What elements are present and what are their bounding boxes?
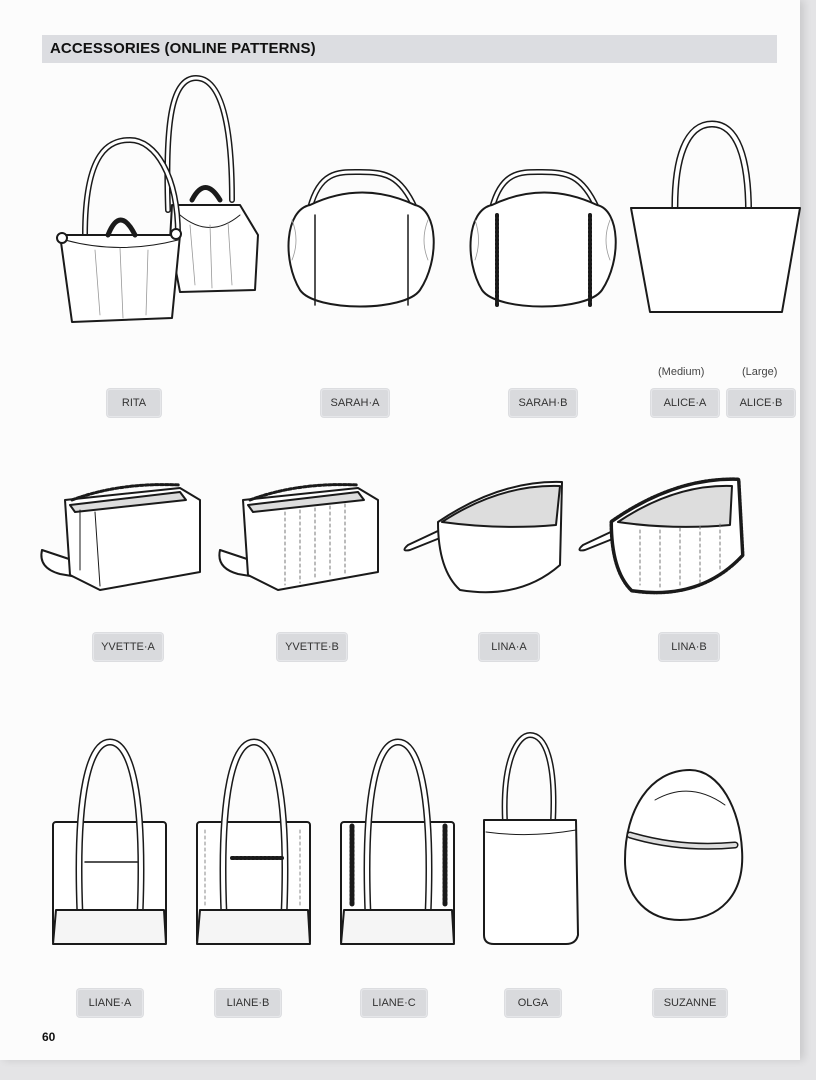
sarah-a-illustration: [287, 168, 435, 308]
label-suzanne: SUZANNE: [654, 990, 726, 1016]
label-liane-a: LIANE·A: [78, 990, 142, 1016]
label-olga: OLGA: [506, 990, 560, 1016]
label-lina-a: LINA·A: [480, 634, 538, 660]
size-note-large: (Large): [742, 366, 778, 378]
label-sarah-a: SARAH·A: [322, 390, 388, 416]
yvette-b-illustration: [218, 483, 379, 591]
label-liane-c: LIANE·C: [362, 990, 426, 1016]
label-lina-b: LINA·B: [660, 634, 718, 660]
section-header: ACCESSORIES (ONLINE PATTERNS): [42, 35, 777, 63]
label-sarah-b: SARAH·B: [510, 390, 576, 416]
section-title: ACCESSORIES (ONLINE PATTERNS): [50, 40, 316, 57]
label-yvette-b: YVETTE·B: [278, 634, 346, 660]
page-number: 60: [42, 1030, 56, 1044]
lina-a-illustration: [403, 480, 563, 594]
suzanne-illustration: [624, 769, 744, 921]
alice-illustration: [630, 120, 801, 313]
label-alice-a: ALICE·A: [652, 390, 718, 416]
liane-c-illustration: [340, 738, 455, 945]
label-liane-b: LIANE·B: [216, 990, 280, 1016]
liane-a-illustration: [52, 738, 167, 945]
liane-b-illustration: [196, 738, 311, 945]
size-note-medium: (Medium): [658, 366, 705, 378]
rita-illustration: [56, 75, 259, 323]
catalog-page: ACCESSORIES (ONLINE PATTERNS): [0, 0, 801, 1060]
olga-illustration: [483, 732, 579, 945]
sarah-b-illustration: [469, 168, 617, 308]
yvette-a-illustration: [40, 483, 201, 591]
lina-b-illustration: [578, 477, 745, 595]
label-yvette-a: YVETTE·A: [94, 634, 162, 660]
label-alice-b: ALICE·B: [728, 390, 794, 416]
label-rita: RITA: [108, 390, 160, 416]
